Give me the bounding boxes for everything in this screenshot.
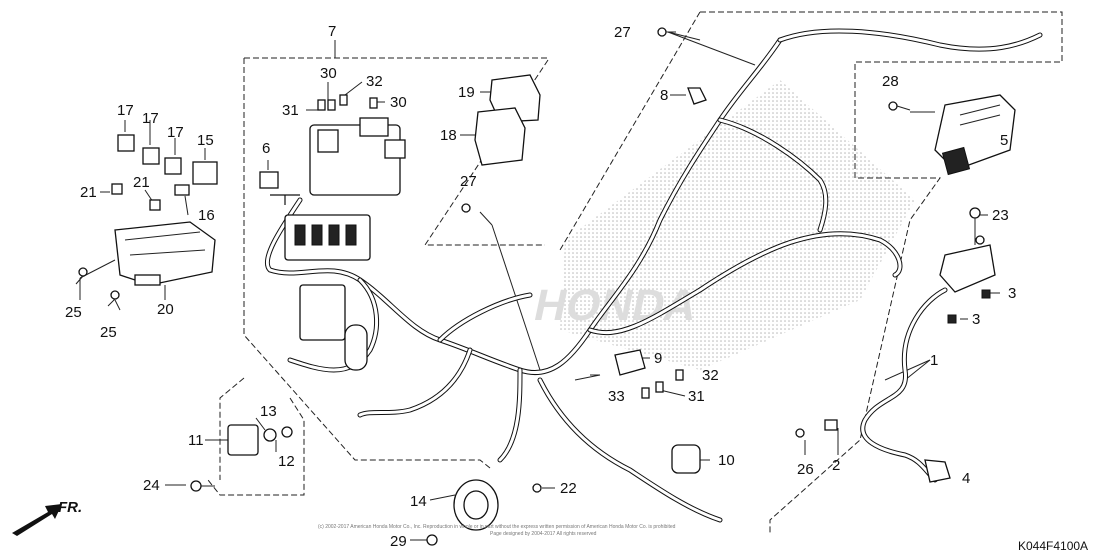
callout-26: 26: [797, 461, 814, 478]
callout-21b: 21: [133, 174, 150, 191]
callout-16: 16: [198, 207, 215, 224]
fuse-box: [270, 117, 406, 371]
callout-11: 11: [188, 432, 204, 449]
callout-32b: 32: [702, 367, 719, 384]
group-11-outline: [207, 397, 305, 496]
copyright-text: (c) 2002-2017 American Honda Motor Co., …: [318, 524, 676, 530]
group-7-outline: [243, 58, 491, 469]
callout-7: 7: [328, 23, 336, 40]
copyright-text-2: Page designed by 2004-2017 All rights re…: [490, 531, 597, 537]
callout-17a: 17: [117, 102, 134, 119]
relay-6: [259, 171, 279, 189]
callout-6: 6: [262, 140, 270, 157]
callout-14: 14: [410, 493, 427, 510]
switch-11: [190, 424, 293, 492]
front-label: FR.: [58, 499, 82, 516]
callout-20: 20: [157, 301, 174, 318]
bolt-23: [969, 207, 981, 232]
callout-19: 19: [458, 84, 475, 101]
callout-4: 4: [962, 470, 970, 487]
regulator-rectifier: [888, 94, 1016, 176]
callout-31b: 31: [688, 388, 705, 405]
horn: [426, 479, 542, 546]
callout-13: 13: [260, 403, 277, 420]
fuse-set-top: [317, 94, 378, 111]
callout-3b: 3: [972, 311, 980, 328]
relay-group: [111, 134, 218, 211]
callout-23: 23: [992, 207, 1009, 224]
ignition-coil: [795, 222, 996, 483]
callout-29: 29: [390, 533, 407, 550]
bolt-27: [657, 27, 676, 37]
callout-30a: 30: [320, 65, 337, 82]
callout-33: 33: [608, 388, 625, 405]
callout-24: 24: [143, 477, 160, 494]
control-unit-18-19: [461, 74, 541, 213]
callout-17b: 17: [142, 110, 159, 127]
callout-31a: 31: [282, 102, 299, 119]
callout-8: 8: [660, 87, 668, 104]
callouts: 1 2 3 3 4 5 6 7 8 9 10 11 12 13 14 15 16…: [65, 23, 1016, 550]
honda-watermark: HONDA: [530, 80, 915, 370]
callout-10: 10: [718, 452, 735, 469]
callout-27a: 27: [614, 24, 631, 41]
clip-8: [687, 87, 707, 105]
front-arrow: FR.: [12, 499, 82, 536]
callout-28: 28: [882, 73, 899, 90]
reference-code: K044F4100A: [1018, 539, 1088, 553]
callout-1: 1: [930, 352, 938, 369]
callout-9: 9: [654, 350, 662, 367]
callout-15: 15: [197, 132, 214, 149]
wire-harness: [264, 28, 1043, 523]
callout-12: 12: [278, 453, 295, 470]
callout-17c: 17: [167, 124, 184, 141]
callout-5: 5: [1000, 132, 1008, 149]
center-parts: [614, 349, 701, 474]
callout-22: 22: [560, 480, 577, 497]
callout-27b: 27: [460, 173, 477, 190]
callout-25b: 25: [100, 324, 117, 341]
callout-21a: 21: [80, 184, 97, 201]
callout-3: 3: [1008, 285, 1016, 302]
callout-25a: 25: [65, 304, 82, 321]
callout-30b: 30: [390, 94, 407, 111]
relay-box-bracket: [75, 221, 216, 307]
callout-32a: 32: [366, 73, 383, 90]
callout-18: 18: [440, 127, 457, 144]
callout-2: 2: [832, 457, 840, 474]
